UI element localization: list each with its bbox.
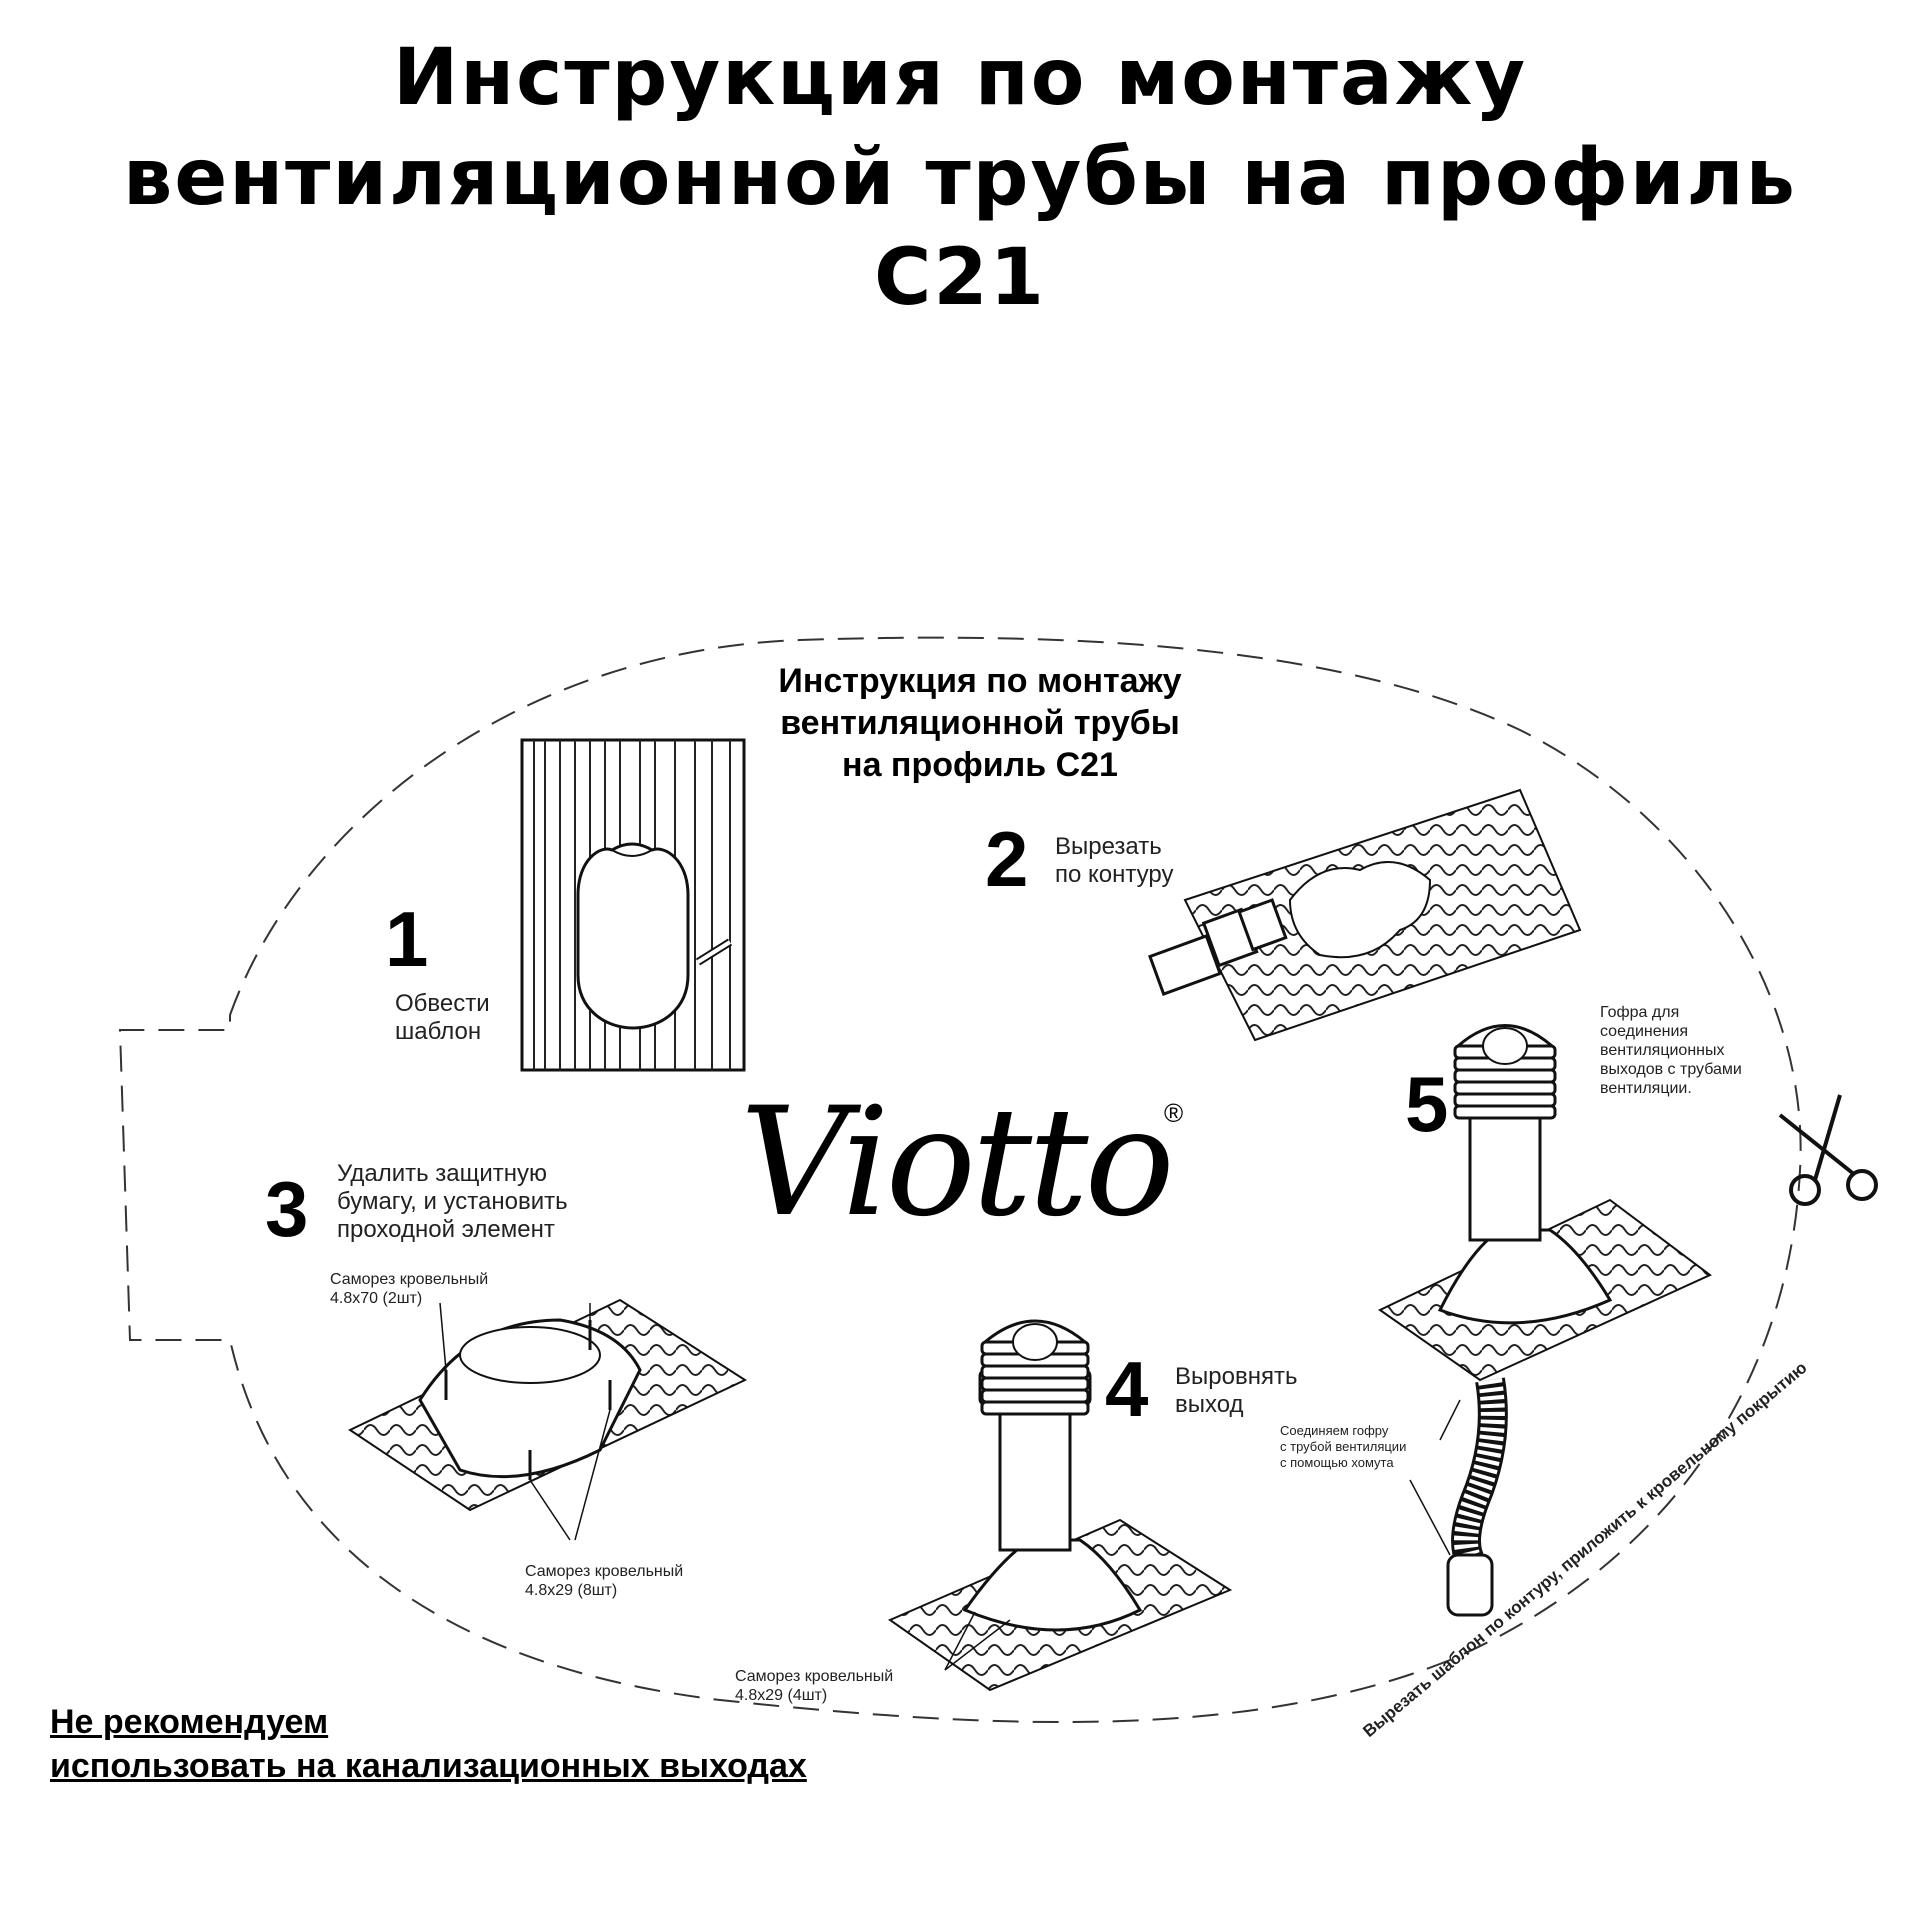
step1-text-line2: шаблон: [395, 1018, 490, 1046]
step2-text-line2: по контуру: [1055, 861, 1173, 889]
step5-number: 5: [1405, 1065, 1448, 1143]
callout-screw-70-line2: 4.8х70 (2шт): [330, 1289, 488, 1308]
step5-text-line2: соединения: [1600, 1022, 1742, 1041]
step1-sheet-drawing: [522, 740, 744, 1070]
template-title-line2: вентиляционной трубы: [680, 702, 1280, 744]
step5-text: Гофра для соединения вентиляционных выхо…: [1600, 1003, 1742, 1098]
callout-screw-29-8: Саморез кровельный 4.8х29 (8шт): [525, 1562, 683, 1600]
step4-text-line2: выход: [1175, 1391, 1297, 1419]
step3-number: 3: [265, 1170, 308, 1248]
warning-note: Не рекомендуем использовать на канализац…: [50, 1700, 807, 1788]
step4-text-line1: Выровнять: [1175, 1363, 1297, 1391]
step4-number: 4: [1105, 1350, 1148, 1428]
callout-screw-70: Саморез кровельный 4.8х70 (2шт): [330, 1270, 488, 1308]
callout-clamp-line2: с трубой вентиляции: [1280, 1439, 1406, 1455]
callout-screw-70-line1: Саморез кровельный: [330, 1270, 488, 1289]
step5-text-line3: вентиляционных: [1600, 1041, 1742, 1060]
callout-clamp-line3: с помощью хомута: [1280, 1455, 1406, 1471]
step5-text-line4: выходов с трубами: [1600, 1060, 1742, 1079]
callout-clamp: Соединяем гофру с трубой вентиляции с по…: [1280, 1423, 1406, 1471]
step3-text-line3: проходной элемент: [337, 1216, 568, 1244]
step5-text-line1: Гофра для: [1600, 1003, 1742, 1022]
step3-text-line2: бумагу, и установить: [337, 1188, 568, 1216]
step2-text: Вырезать по контуру: [1055, 833, 1173, 889]
template-title-line1: Инструкция по монтажу: [680, 660, 1280, 702]
callout-screw-29-8-line1: Саморез кровельный: [525, 1562, 683, 1581]
step4-text: Выровнять выход: [1175, 1363, 1297, 1419]
scissors-icon: [1780, 1095, 1876, 1204]
callout-screw-29-8-line2: 4.8х29 (8шт): [525, 1581, 683, 1600]
warning-note-line1: Не рекомендуем: [50, 1700, 807, 1744]
step1-number: 1: [385, 900, 428, 978]
template-title: Инструкция по монтажу вентиляционной тру…: [680, 660, 1280, 786]
step3-base-drawing: [350, 1300, 745, 1510]
template-title-line3: на профиль С21: [680, 744, 1280, 786]
callout-screw-29-4-line1: Саморез кровельный: [735, 1667, 893, 1686]
step2-number: 2: [985, 820, 1028, 898]
brand-logo: Viotto: [740, 1078, 1171, 1248]
step1-text-line1: Обвести: [395, 990, 490, 1018]
callout-clamp-line1: Соединяем гофру: [1280, 1423, 1406, 1439]
step2-text-line1: Вырезать: [1055, 833, 1173, 861]
registered-mark: ®: [1164, 1098, 1183, 1129]
step5-text-line5: вентиляции.: [1600, 1079, 1742, 1098]
warning-note-line2: использовать на канализационных выходах: [50, 1744, 807, 1788]
step3-text: Удалить защитную бумагу, и установить пр…: [337, 1160, 568, 1244]
step1-text: Обвести шаблон: [395, 990, 490, 1046]
step2-sheet-drawing: [1150, 790, 1580, 1040]
step3-text-line1: Удалить защитную: [337, 1160, 568, 1188]
